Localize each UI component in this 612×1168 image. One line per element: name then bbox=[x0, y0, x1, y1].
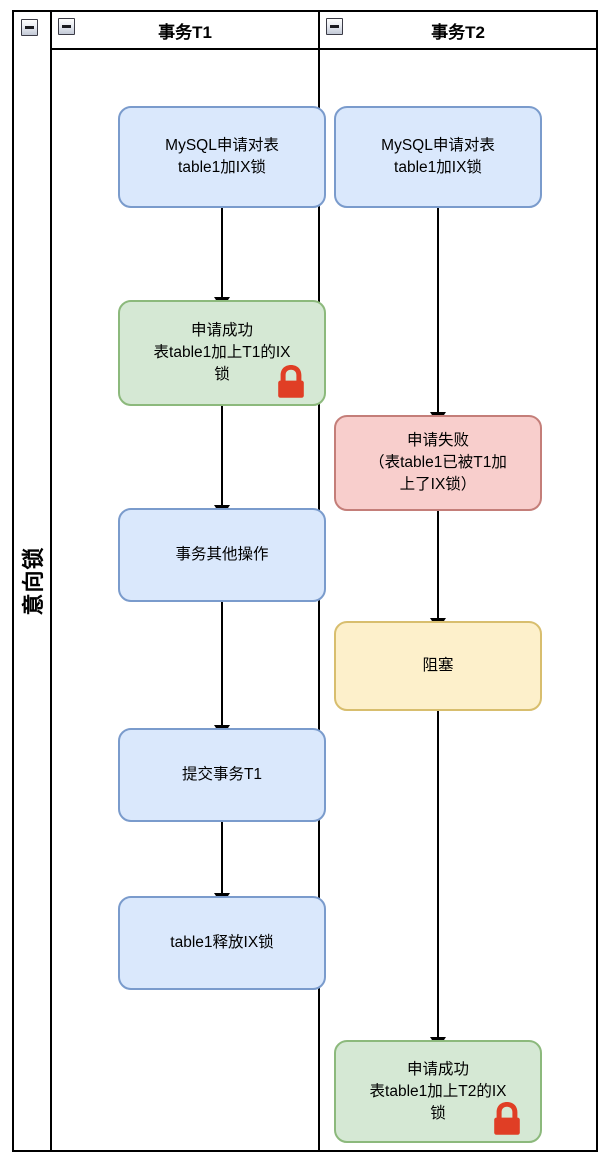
lane-container: 事务T1 MySQL申请对表 table1加IX锁 申请成功 表table1加上… bbox=[52, 12, 596, 1150]
node-t1-grant-success[interactable]: 申请成功 表table1加上T1的IX 锁 bbox=[118, 300, 326, 406]
connector-t2-2-3 bbox=[437, 511, 439, 621]
connector-t1-4-5 bbox=[221, 822, 223, 896]
lane-t1: 事务T1 MySQL申请对表 table1加IX锁 申请成功 表table1加上… bbox=[52, 12, 326, 1150]
swimlane-pool: 意向锁 事务T1 MySQL申请对表 table1加IX锁 申请成功 表ta bbox=[12, 10, 598, 1152]
connector-t2-1-2 bbox=[437, 208, 439, 415]
connector-t1-2-3 bbox=[221, 406, 223, 508]
node-t1-release-lock[interactable]: table1释放IX锁 bbox=[118, 896, 326, 990]
padlock-icon bbox=[494, 1102, 520, 1135]
connector-t1-1-2 bbox=[221, 208, 223, 300]
node-t1-commit[interactable]: 提交事务T1 bbox=[118, 728, 326, 822]
minus-collapse-icon bbox=[326, 18, 343, 35]
lane-t2-title: 事务T2 bbox=[431, 22, 485, 42]
lane-header-t1: 事务T1 bbox=[52, 12, 318, 50]
node-t2-blocked[interactable]: 阻塞 bbox=[334, 621, 542, 711]
pool-title-strip: 意向锁 bbox=[14, 12, 52, 1150]
lane-t2-collapse-button[interactable] bbox=[326, 18, 343, 35]
pool-collapse-button[interactable] bbox=[21, 19, 38, 36]
node-t1-other-operations[interactable]: 事务其他操作 bbox=[118, 508, 326, 602]
node-t1-mysql-request[interactable]: MySQL申请对表 table1加IX锁 bbox=[118, 106, 326, 208]
minus-collapse-icon bbox=[58, 18, 75, 35]
node-t2-grant-success[interactable]: 申请成功 表table1加上T2的IX 锁 bbox=[334, 1040, 542, 1143]
lane-t1-title: 事务T1 bbox=[158, 22, 212, 42]
connector-t1-3-4 bbox=[221, 602, 223, 728]
padlock-icon bbox=[278, 365, 304, 398]
connector-t2-3-4 bbox=[437, 711, 439, 1040]
node-t2-grant-failed[interactable]: 申请失败 （表table1已被T1加 上了IX锁） bbox=[334, 415, 542, 511]
lane-t2-body: MySQL申请对表 table1加IX锁 申请失败 （表table1已被T1加 … bbox=[320, 50, 596, 1150]
lane-t1-body: MySQL申请对表 table1加IX锁 申请成功 表table1加上T1的IX… bbox=[52, 50, 326, 1150]
lane-header-t2: 事务T2 bbox=[320, 12, 596, 50]
lane-t1-collapse-button[interactable] bbox=[58, 18, 75, 35]
pool-title: 意向锁 bbox=[21, 546, 46, 616]
minus-collapse-icon bbox=[21, 19, 38, 36]
node-t2-mysql-request[interactable]: MySQL申请对表 table1加IX锁 bbox=[334, 106, 542, 208]
lane-t2: 事务T2 MySQL申请对表 table1加IX锁 申请失败 （表table1已… bbox=[320, 12, 596, 1150]
